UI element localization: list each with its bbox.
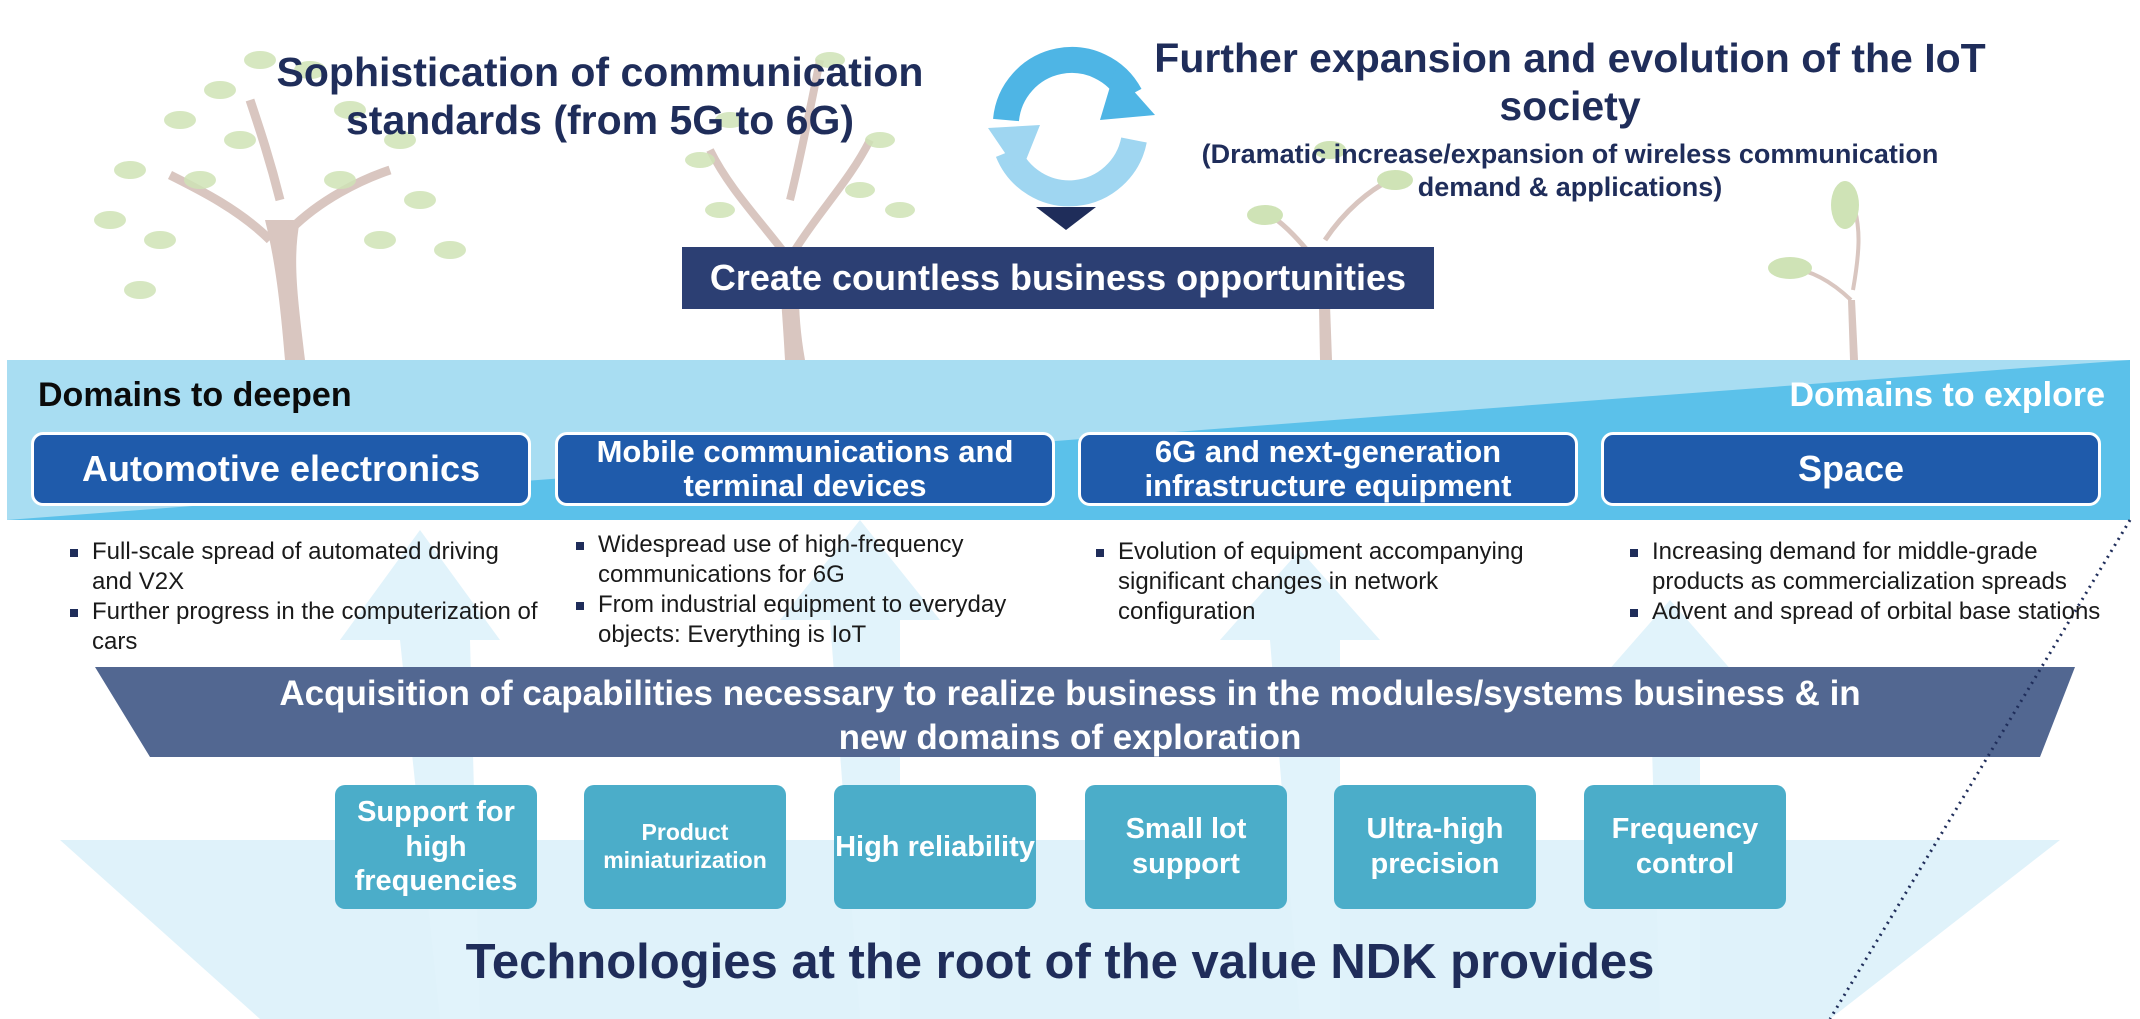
capability-box-reliability: High reliability bbox=[834, 785, 1036, 909]
right-title: Further expansion and evolution of the I… bbox=[1154, 35, 1986, 130]
cycle-arrows-icon bbox=[988, 47, 1155, 207]
acquisition-text: Acquisition of capabilities necessary to… bbox=[279, 674, 1861, 757]
list-item: Full-scale spread of automated driving a… bbox=[70, 537, 540, 597]
bottom-title: Technologies at the root of the value ND… bbox=[465, 935, 1655, 989]
space-bullet-list: Increasing demand for middle-grade produ… bbox=[1630, 537, 2110, 627]
sapling-illustration bbox=[1247, 141, 1413, 360]
list-item: Evolution of equipment accompanying sign… bbox=[1096, 537, 1566, 627]
domains-to-explore-label: Domains to explore bbox=[1789, 376, 2105, 414]
domains-band-gradient bbox=[7, 360, 2130, 520]
acquisition-band bbox=[95, 667, 2075, 757]
capability-box-miniaturization: Product miniaturization bbox=[584, 785, 786, 909]
list-item: Widespread use of high-frequency communi… bbox=[576, 530, 1056, 590]
right-subtitle: (Dramatic increase/expansion of wireless… bbox=[1201, 139, 1939, 202]
domain-box-space: Space bbox=[1601, 432, 2101, 506]
domains-to-deepen-label: Domains to deepen bbox=[38, 376, 352, 414]
mobile-bullet-list: Widespread use of high-frequency communi… bbox=[576, 530, 1056, 650]
capability-box-small-lot: Small lot support bbox=[1085, 785, 1287, 909]
infrastructure-bullet-list: Evolution of equipment accompanying sign… bbox=[1096, 537, 1566, 627]
left-title: Sophistication of communication standard… bbox=[276, 49, 924, 144]
sprout-illustration bbox=[1768, 181, 1861, 360]
capability-box-precision: Ultra-high precision bbox=[1334, 785, 1536, 909]
list-item: Increasing demand for middle-grade produ… bbox=[1630, 537, 2110, 597]
domain-box-mobile: Mobile communications and terminal devic… bbox=[555, 432, 1055, 506]
domain-box-6g-infrastructure: 6G and next-generation infrastructure eq… bbox=[1078, 432, 1578, 506]
list-item: Advent and spread of orbital base statio… bbox=[1630, 597, 2110, 627]
opportunities-banner: Create countless business opportunities bbox=[682, 247, 1434, 309]
capability-box-high-frequencies: Support for high frequencies bbox=[335, 785, 537, 909]
domain-box-automotive: Automotive electronics bbox=[31, 432, 531, 506]
base-funnel-shape bbox=[60, 840, 2060, 1019]
list-item: From industrial equipment to everyday ob… bbox=[576, 590, 1056, 650]
automotive-bullet-list: Full-scale spread of automated driving a… bbox=[70, 537, 540, 657]
capability-box-frequency-control: Frequency control bbox=[1584, 785, 1786, 909]
tree-illustration-left bbox=[94, 51, 466, 360]
down-arrow-icon bbox=[1036, 207, 1096, 230]
list-item: Further progress in the computerization … bbox=[70, 597, 540, 657]
